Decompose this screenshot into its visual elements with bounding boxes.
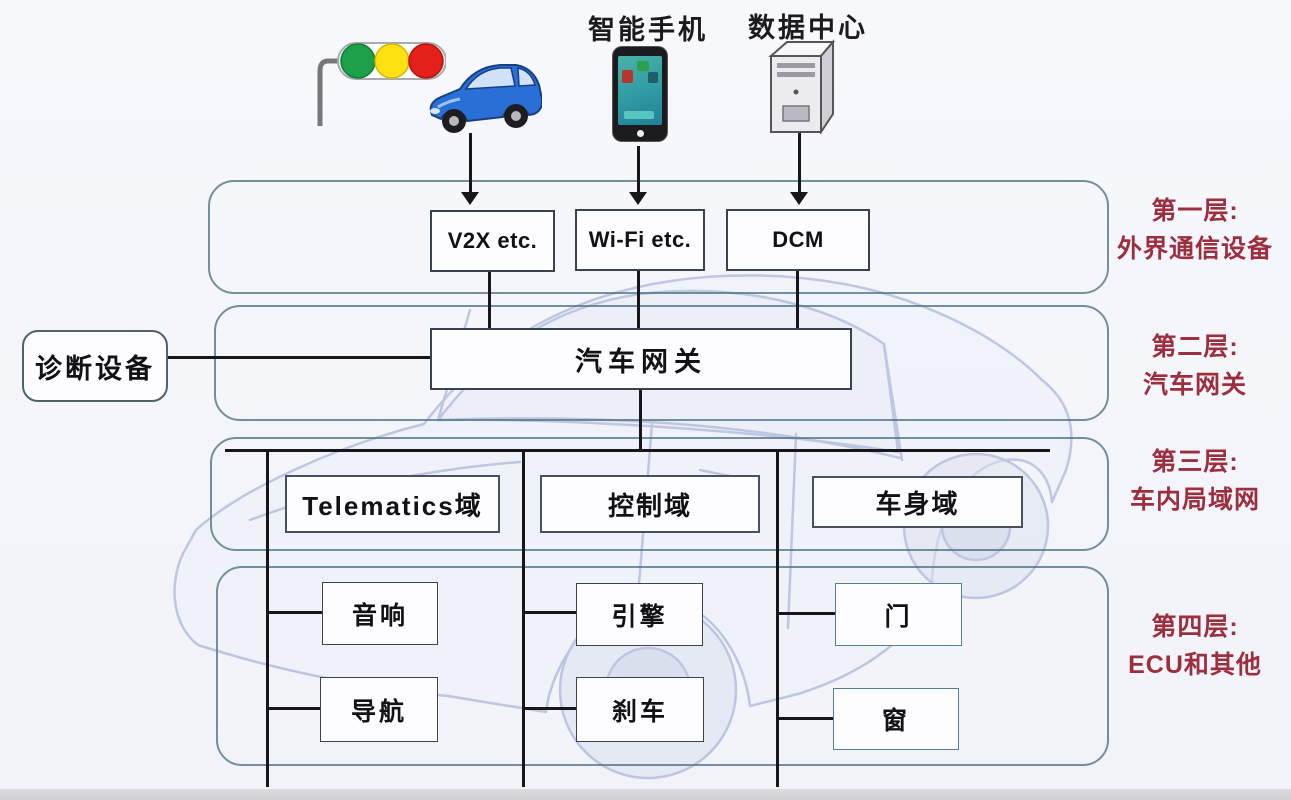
door-box: 门	[835, 583, 962, 646]
wifi-gateway-line	[637, 271, 640, 330]
smartphone-label: 智能手机	[588, 15, 708, 45]
arrow-phone-stem	[637, 146, 640, 193]
dcm-box: DCM	[726, 209, 870, 271]
arrow-server-stem	[798, 133, 801, 193]
gateway-box: 汽车网关	[430, 328, 852, 390]
brake-stub-line	[523, 707, 576, 710]
body-drop-line	[776, 449, 779, 787]
audio-box: 音响	[322, 582, 438, 645]
wifi-box: Wi-Fi etc.	[575, 209, 705, 271]
layer1-label: 第一层: 外界通信设备	[1102, 192, 1288, 268]
telematics-domain-box: Telematics域	[285, 475, 500, 533]
layer3-label-line1: 第三层:	[1151, 448, 1239, 476]
smartphone-home-button	[636, 130, 644, 137]
v2x-box: V2X etc.	[430, 210, 555, 272]
engine-box: 引擎	[576, 583, 703, 646]
navigation-box: 导航	[320, 677, 438, 742]
car-icon	[429, 64, 542, 133]
engine-stub-line	[523, 611, 576, 614]
layer2-label-line1: 第二层:	[1151, 333, 1239, 361]
window-box: 窗	[833, 688, 959, 750]
door-stub-line	[777, 612, 835, 615]
control-drop-line	[522, 449, 525, 787]
lan-bus-line	[225, 449, 1050, 452]
v2x-gateway-line	[488, 271, 491, 330]
body-domain-box: 车身域	[812, 476, 1023, 528]
diagnostic-gateway-line	[167, 356, 431, 359]
layer4-label-line2: ECU和其他	[1128, 651, 1262, 679]
dcm-gateway-line	[796, 271, 799, 330]
arrow-car-head	[461, 192, 479, 205]
layer2-label-line2: 汽车网关	[1142, 371, 1247, 399]
window-stub-line	[777, 717, 833, 720]
traffic-light-icon	[317, 42, 446, 126]
layer4-label-line1: 第四层:	[1151, 613, 1239, 641]
datacenter-label: 数据中心	[748, 13, 868, 43]
layer1-label-line1: 第一层:	[1151, 197, 1239, 225]
audio-stub-line	[267, 611, 322, 614]
layer3-label: 第三层: 车内局域网	[1102, 443, 1288, 519]
layer3-label-line2: 车内局域网	[1129, 486, 1260, 514]
brake-box: 刹车	[576, 677, 704, 742]
server-tower-icon	[768, 39, 836, 134]
navigation-stub-line	[267, 707, 320, 710]
gateway-bus-line	[639, 389, 642, 452]
smartphone-icon	[613, 47, 667, 141]
bottom-border-strip	[0, 789, 1291, 800]
diagnostic-box: 诊断设备	[22, 330, 168, 402]
layer2-label: 第二层: 汽车网关	[1102, 328, 1288, 404]
arrow-server-head	[790, 192, 808, 205]
layer1-label-line2: 外界通信设备	[1116, 235, 1273, 263]
telematics-drop-line	[266, 449, 269, 787]
smartphone-screen	[618, 56, 662, 125]
layer4-label: 第四层: ECU和其他	[1102, 608, 1288, 684]
control-domain-box: 控制域	[540, 475, 760, 533]
arrow-phone-head	[629, 192, 647, 205]
arrow-car-stem	[469, 133, 472, 193]
